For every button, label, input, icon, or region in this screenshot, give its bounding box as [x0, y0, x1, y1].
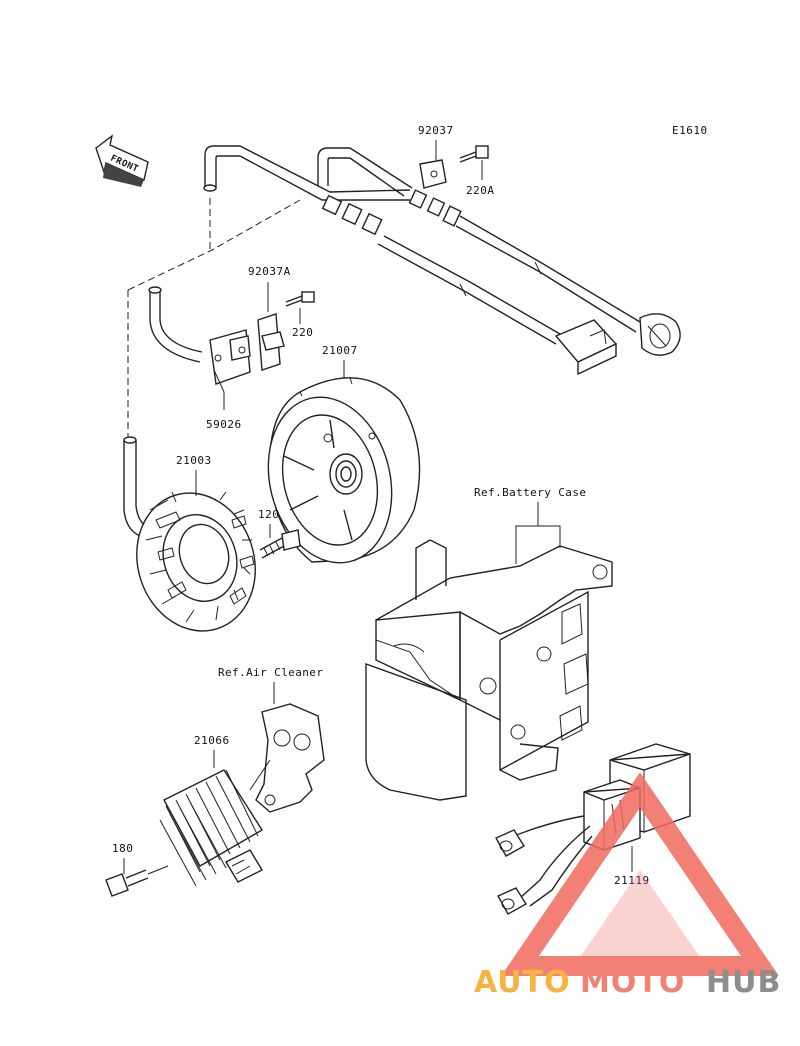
square-connector	[554, 319, 618, 376]
label-92037A: 92037A	[248, 265, 291, 278]
automotohub-watermark: AUTO MOTO HUB	[474, 772, 781, 1000]
label-21003: 21003	[176, 454, 212, 467]
regulator-21066	[159, 769, 263, 887]
bolt-120	[259, 529, 301, 559]
label-120: 120	[258, 508, 279, 521]
battery-case	[365, 539, 613, 801]
bolt-220	[285, 291, 315, 307]
label-220A: 220A	[466, 184, 495, 197]
label-220: 220	[292, 326, 313, 339]
ref-battery-case: Ref.Battery Case	[474, 486, 586, 499]
ref-air-cleaner: Ref.Air Cleaner	[218, 666, 323, 679]
watermark-hub: HUB	[706, 965, 781, 1000]
air-cleaner-bracket	[249, 703, 325, 813]
label-21066: 21066	[194, 734, 230, 747]
clamp-92037	[419, 159, 447, 189]
front-arrow-icon: FRONT	[95, 134, 149, 187]
label-180: 180	[112, 842, 133, 855]
round-connector	[639, 313, 681, 356]
bolt-180	[105, 865, 169, 897]
label-59026: 59026	[206, 418, 242, 431]
watermark-auto: AUTO	[474, 965, 571, 1000]
rotor-flywheel-21007	[267, 377, 421, 564]
watermark-moto: MOTO	[580, 965, 685, 1000]
label-92037: 92037	[418, 124, 454, 137]
pickup-coil-59026	[148, 286, 285, 393]
label-21007: 21007	[322, 344, 358, 357]
stator-21003	[123, 436, 256, 632]
label-21119: 21119	[614, 874, 650, 887]
bolt-220A	[459, 145, 489, 163]
diagram-code: E1610	[672, 124, 708, 137]
wiring-harness	[127, 145, 681, 440]
